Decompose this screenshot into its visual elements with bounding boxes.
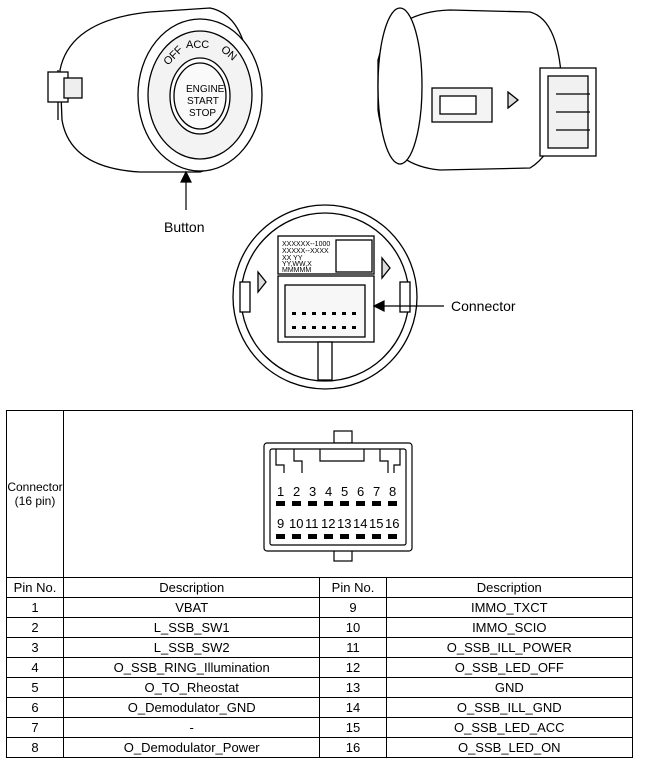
header-description: Description [62, 577, 321, 598]
pin-description: IMMO_TXCT [385, 597, 634, 618]
pin-number: 10 [289, 516, 303, 531]
connector-label-cell: Connector (16 pin) [6, 410, 64, 578]
pin-description: O_Demodulator_Power [62, 737, 321, 758]
connector-callout-label: Connector [451, 298, 516, 314]
pin-number: 9 [277, 516, 284, 531]
connector-subtitle: (16 pin) [14, 494, 56, 508]
pin-number: 5 [341, 484, 348, 499]
button-callout-arrow [180, 170, 192, 210]
pin-description: O_SSB_LED_ON [385, 737, 634, 758]
pin-number: 14 [353, 516, 367, 531]
connector-diagram-cell: 1 2 3 4 5 6 7 8 9 10 [63, 410, 633, 578]
pin-description: - [62, 717, 321, 738]
pin-no: 4 [6, 657, 64, 678]
pin-pads-top [276, 501, 397, 506]
pin-description: O_SSB_RING_Illumination [62, 657, 321, 678]
pin-numbers-bottom: 9 10 11 12 13 14 15 16 [277, 516, 399, 531]
label-line-4: YY,WW,X [282, 261, 312, 268]
pin-number: 13 [337, 516, 351, 531]
pin-number: 4 [325, 484, 332, 499]
pin-no: 3 [6, 637, 64, 658]
pin-description: O_SSB_ILL_POWER [385, 637, 634, 658]
pin-number: 1 [277, 484, 284, 499]
pin-number: 7 [373, 484, 380, 499]
button-engine-text: ENGINE [186, 84, 225, 95]
pin-description: GND [385, 677, 634, 698]
pin-no: 8 [6, 737, 64, 758]
pin-no: 10 [319, 617, 387, 638]
pin-description: O_Demodulator_GND [62, 697, 321, 718]
pin-no: 7 [6, 717, 64, 738]
pin-description: O_SSB_ILL_GND [385, 697, 634, 718]
pin-number: 15 [369, 516, 383, 531]
pin-number: 16 [385, 516, 399, 531]
connector-callout-arrow [372, 300, 444, 312]
table-header-row: Pin No. Description Pin No. Description [6, 577, 634, 598]
pin-number: 2 [293, 484, 300, 499]
pin-no: 2 [6, 617, 64, 638]
pin-number: 6 [357, 484, 364, 499]
button-stop-text: STOP [189, 108, 216, 119]
pin-number: 12 [321, 516, 335, 531]
pin-table: Connector (16 pin) [6, 410, 634, 758]
pin-no: 16 [319, 737, 387, 758]
pin-pads-bottom [276, 534, 397, 539]
pin-no: 14 [319, 697, 387, 718]
pin-numbers-top: 1 2 3 4 5 6 7 8 [277, 484, 396, 499]
header-pin-no: Pin No. [6, 577, 64, 598]
pin-no: 5 [6, 677, 64, 698]
pin-no: 9 [319, 597, 387, 618]
connector-pinout-diagram: 1 2 3 4 5 6 7 8 9 10 [263, 430, 413, 562]
label-line-5: MMMMM [282, 267, 311, 274]
pin-no: 15 [319, 717, 387, 738]
pin-description: O_TO_Rheostat [62, 677, 321, 698]
pin-description: O_SSB_LED_OFF [385, 657, 634, 678]
back-face-pins [292, 312, 356, 329]
switch-illustrations: OFF ACC ON ENGINE START STOP [47, 7, 597, 390]
rear-view-switch [377, 7, 597, 171]
label-line-2: XXXXX--XXXX [282, 248, 329, 255]
pin-number: 8 [389, 484, 396, 499]
button-start-text: START [187, 96, 219, 107]
connector-title: Connector [7, 480, 63, 494]
pin-description: O_SSB_LED_ACC [385, 717, 634, 738]
pin-no: 11 [319, 637, 387, 658]
pin-no: 13 [319, 677, 387, 698]
pin-number: 3 [309, 484, 316, 499]
pin-no: 12 [319, 657, 387, 678]
button-acc-text: ACC [186, 39, 209, 51]
pin-description: L_SSB_SW1 [62, 617, 321, 638]
label-line-1: XXXXXX--1000 [282, 241, 330, 248]
pin-description: VBAT [62, 597, 321, 618]
button-callout-label: Button [164, 219, 205, 235]
pin-no: 1 [6, 597, 64, 618]
back-face-view [232, 204, 418, 390]
front-view-switch [47, 7, 263, 173]
pin-description: IMMO_SCIO [385, 617, 634, 638]
label-line-3: XX YY [282, 255, 303, 262]
pin-number: 11 [305, 516, 319, 531]
header-pin-no: Pin No. [319, 577, 387, 598]
pin-no: 6 [6, 697, 64, 718]
header-description: Description [385, 577, 634, 598]
pin-description: L_SSB_SW2 [62, 637, 321, 658]
